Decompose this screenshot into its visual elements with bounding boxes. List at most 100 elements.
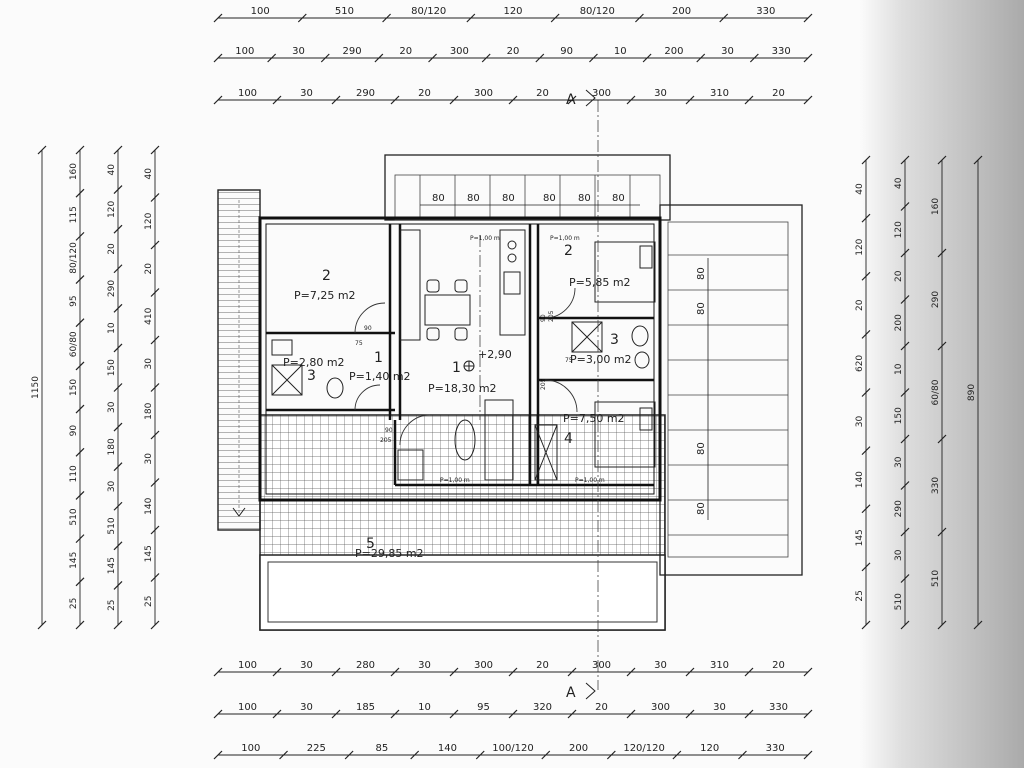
left-col-1: 1150 [31, 145, 47, 630]
room-area: P=1,40 m2 [349, 370, 411, 383]
room-number: 5 [366, 536, 375, 552]
dimension-value: 30 [300, 702, 313, 713]
dimension-value: 410 [144, 307, 154, 324]
dimension-tick [75, 447, 85, 457]
dimension-tick [508, 709, 518, 719]
dimension-value: 20 [855, 299, 865, 311]
dimension-tick [861, 504, 871, 514]
dimension-tick [331, 667, 341, 677]
dimension-value: 100 [251, 6, 270, 17]
dimension-value: 100 [241, 743, 260, 754]
dimension-tick [449, 95, 459, 105]
dimension-tick [150, 193, 160, 202]
dimension-tick [150, 383, 160, 392]
dimension-tick [279, 750, 288, 760]
pergola-right [659, 204, 803, 576]
dimension-tick [267, 53, 277, 63]
dimension-tick [150, 335, 160, 345]
dimension-tick [428, 53, 437, 63]
dimension-tick [37, 145, 47, 155]
dimension-tick [606, 750, 616, 760]
dimension-value: 200 [672, 6, 691, 17]
dimension-value: 20 [536, 88, 549, 99]
dimension-value: 330 [772, 46, 791, 57]
dimension-tick [744, 709, 754, 719]
dimension-tick [508, 95, 518, 105]
dimension-value: 290 [356, 88, 375, 99]
pergola-dim: 80 [543, 193, 556, 204]
dimension-value: 100 [238, 702, 257, 713]
dimension-tick [449, 667, 459, 677]
door-tags: 90 75 90 205 75 205 90 205 [355, 310, 573, 444]
dimension-tick [113, 383, 123, 392]
dimension-value: 225 [307, 743, 326, 754]
dimension-tick [320, 53, 330, 63]
dimension-value: 150 [107, 359, 117, 376]
dimension-tick [937, 434, 947, 444]
kitchen-counter [399, 229, 526, 341]
side-dimension-column: 80 80 80 80 [696, 258, 709, 520]
dimension-tick [635, 13, 644, 23]
dimension-value: 100 [235, 46, 254, 57]
dimension-value: 40 [894, 177, 904, 189]
dimension-tick [567, 95, 577, 105]
dimension-tick [803, 667, 813, 677]
dimension-value: 100/120 [492, 743, 534, 754]
dimension-value: 10 [418, 702, 431, 713]
dimension-value: 20 [772, 88, 785, 99]
bathroom-right-fixtures [571, 321, 650, 369]
dimension-tick [113, 303, 123, 313]
dimension-value: 200 [664, 46, 683, 57]
room-area: P=7,25 m2 [294, 289, 356, 302]
staircase [217, 189, 261, 531]
dimension-tick [685, 667, 695, 677]
dimension-tick [390, 709, 400, 719]
dimension-tick [861, 446, 871, 456]
room-area: P=2,80 m2 [283, 356, 345, 369]
dimension-value: 120 [144, 212, 154, 229]
section-marker-label: A [566, 92, 576, 108]
dimension-tick [937, 341, 947, 351]
dimension-value: 95 [69, 295, 79, 306]
dimension-tick [150, 525, 160, 535]
room-label-2-left: 2 P=7,25 m2 [294, 268, 356, 302]
dimension-value: 120 [107, 201, 117, 218]
dimension-tick [449, 709, 459, 719]
dimension-tick [626, 667, 636, 677]
dimension-value: 100 [238, 88, 257, 99]
dimension-value: 300 [450, 46, 469, 57]
dimension-tick [626, 95, 636, 105]
dimension-tick [150, 478, 160, 487]
dimension-tick [973, 620, 983, 630]
door-swings [354, 287, 578, 446]
dimension-value: 150 [894, 407, 904, 424]
room-number: 2 [564, 243, 573, 259]
pergola-dim: 80 [432, 193, 445, 204]
dimension-value: 890 [967, 384, 977, 401]
dimension-tick [213, 13, 223, 23]
dimension-value: 145 [144, 545, 154, 562]
room-number: 4 [564, 431, 573, 447]
dimension-tick [113, 145, 123, 155]
section-marker-bottom: A [566, 682, 596, 701]
room-label-3-right: 3 P=3,00 m2 [570, 332, 632, 366]
window-tag: P=1,00 m [470, 235, 500, 242]
bed-room-2 [594, 241, 656, 303]
door-tag: 205 [540, 378, 547, 390]
dimension-tick [685, 709, 695, 719]
dimension-tick [900, 527, 910, 537]
dimension-value: 20 [894, 270, 904, 282]
room-area: P=29,85 m2 [355, 547, 424, 560]
pergola-dim: 80 [467, 193, 480, 204]
dimension-value: 150 [69, 379, 79, 396]
dimension-value: 25 [144, 596, 154, 607]
dimension-tick [973, 155, 983, 165]
dimension-tick [297, 13, 307, 23]
height-mark-label: +2,90 [478, 348, 512, 361]
dimension-value: 20 [418, 88, 431, 99]
dimension-tick [344, 750, 354, 760]
